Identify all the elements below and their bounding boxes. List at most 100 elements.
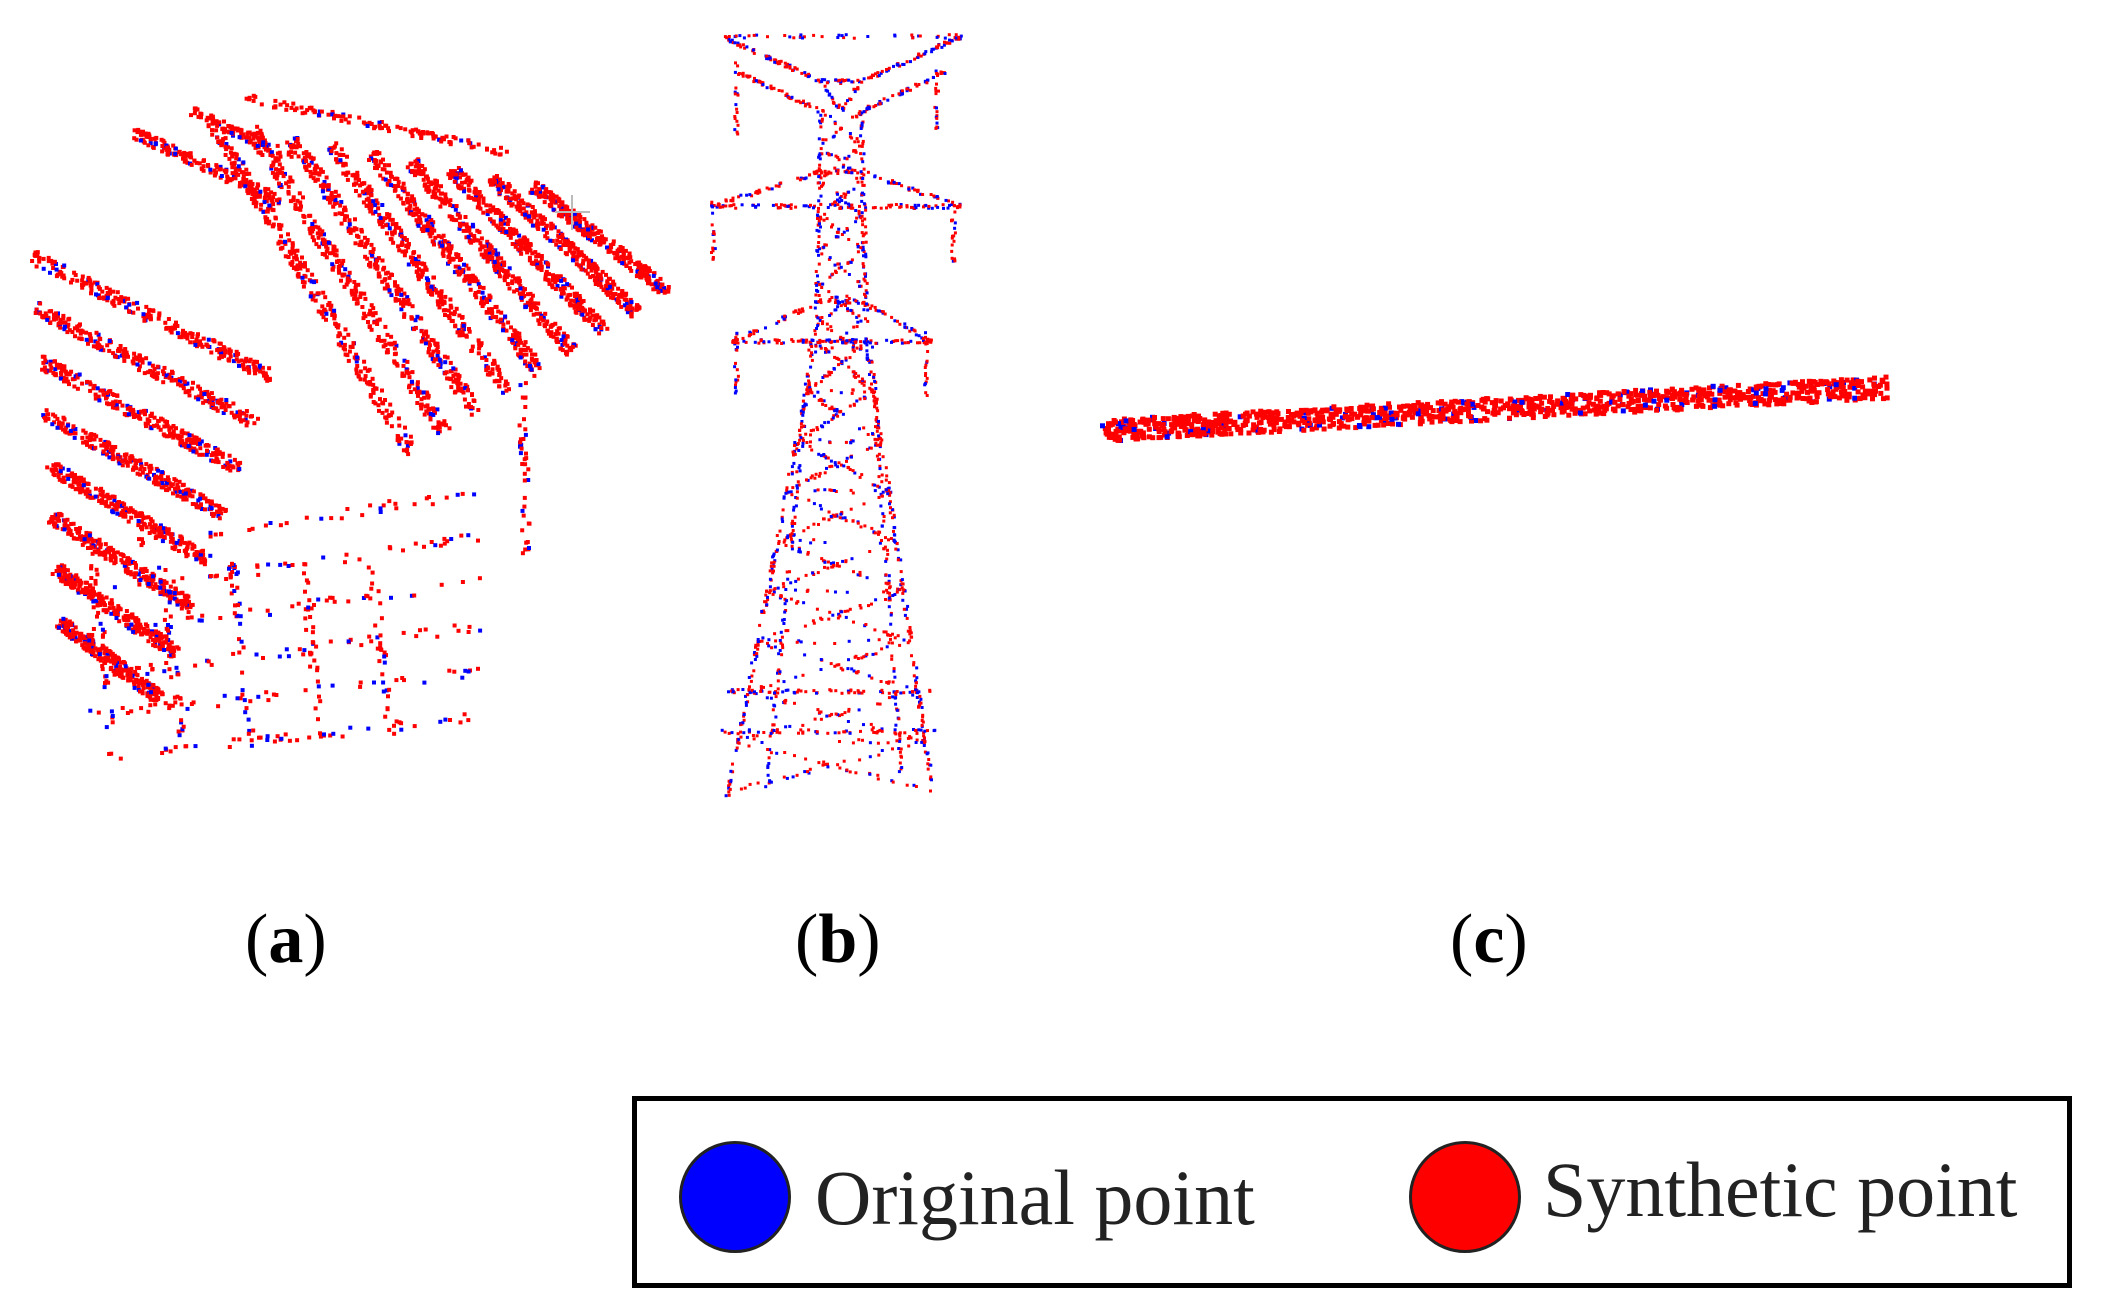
roof-point: [494, 315, 499, 319]
roof-point: [98, 437, 103, 442]
roof-point: [67, 578, 72, 583]
roof-point: [540, 194, 545, 199]
roof-point: [79, 337, 84, 342]
roof-point: [577, 294, 582, 298]
roof-point: [518, 286, 523, 291]
roof-point: [369, 252, 374, 257]
roof-point: [476, 192, 481, 197]
roof-point: [313, 298, 318, 303]
roof-point: [58, 464, 63, 469]
roof-point: [220, 506, 225, 511]
roof-point: [228, 354, 233, 359]
roof-point: [405, 443, 410, 448]
roof-point: [160, 144, 165, 148]
roof-point: [400, 240, 405, 245]
roof-point: [164, 636, 169, 641]
roof-point: [550, 239, 555, 243]
roof-point: [252, 421, 257, 426]
roof-point: [183, 390, 188, 395]
roof-point: [463, 215, 468, 219]
roof-point: [418, 217, 423, 222]
roof-point: [58, 271, 63, 276]
roof-point: [525, 364, 530, 369]
roof-point: [143, 412, 147, 417]
roof-point: [364, 203, 369, 208]
roof-point: [336, 268, 341, 273]
roof-point: [385, 231, 389, 236]
roof-point: [487, 250, 492, 255]
roof-point: [84, 580, 89, 585]
roof-point: [656, 290, 661, 295]
roof-point: [359, 182, 364, 186]
roof-point: [195, 107, 200, 112]
roof-point: [431, 275, 436, 280]
roof-point: [153, 582, 158, 587]
roof-point: [171, 429, 176, 434]
roof-point: [501, 185, 506, 190]
roof-point: [407, 302, 412, 307]
roof-point: [586, 261, 591, 266]
roof-point: [412, 327, 417, 332]
roof-point: [198, 446, 203, 451]
roof-point: [461, 222, 466, 227]
roof-point: [564, 252, 569, 257]
roof-point: [65, 330, 70, 335]
roof-point: [346, 358, 351, 363]
roof-point: [380, 279, 385, 284]
roof-point: [241, 364, 246, 369]
roof-point: [210, 396, 215, 401]
roof-point: [389, 272, 394, 277]
roof-point: [499, 256, 504, 261]
roof-point: [187, 433, 192, 438]
roof-point: [227, 130, 231, 135]
roof-point: [530, 190, 535, 195]
roof-point: [574, 303, 579, 308]
roof-point: [116, 504, 121, 509]
roof-point: [77, 534, 82, 539]
roof-point: [51, 316, 56, 321]
roof-point: [61, 567, 66, 572]
roof-point: [388, 402, 393, 407]
roof-point: [108, 601, 113, 606]
roof-point: [612, 282, 617, 287]
roof-point: [553, 332, 558, 337]
roof-point: [140, 470, 145, 475]
roof-point: [162, 365, 167, 370]
roof-point: [186, 437, 191, 442]
roof-point: [484, 358, 489, 362]
roof-point: [265, 378, 270, 383]
roof-point: [422, 395, 427, 400]
roof-point: [126, 296, 131, 301]
roof-point: [352, 280, 357, 284]
roof-point: [464, 222, 469, 227]
roof-point: [133, 561, 137, 565]
roof-point: [119, 510, 124, 515]
roof-point: [303, 164, 308, 169]
roof-point: [216, 513, 221, 518]
roof-point: [178, 489, 183, 494]
roof-point: [146, 515, 151, 520]
roof-point: [525, 243, 530, 248]
roof-point: [615, 300, 620, 305]
roof-point: [363, 188, 368, 193]
roof-point: [396, 244, 401, 249]
roof-point: [635, 269, 640, 274]
roof-point: [366, 320, 370, 324]
roof-point: [111, 605, 116, 610]
roof-point: [485, 258, 490, 263]
roof-point: [126, 519, 131, 524]
roof-point: [335, 325, 340, 330]
roof-point: [232, 457, 237, 462]
roof-point: [355, 170, 360, 175]
roof-point: [473, 277, 478, 282]
roof-point: [317, 244, 322, 249]
roof-point: [565, 282, 570, 287]
roof-point: [467, 228, 472, 233]
roof-point: [495, 184, 500, 188]
roof-point: [177, 599, 182, 604]
roof-point: [283, 171, 287, 176]
roof-point: [108, 389, 113, 394]
roof-point: [63, 320, 68, 325]
roof-point: [476, 204, 481, 209]
roof-point: [528, 308, 533, 313]
